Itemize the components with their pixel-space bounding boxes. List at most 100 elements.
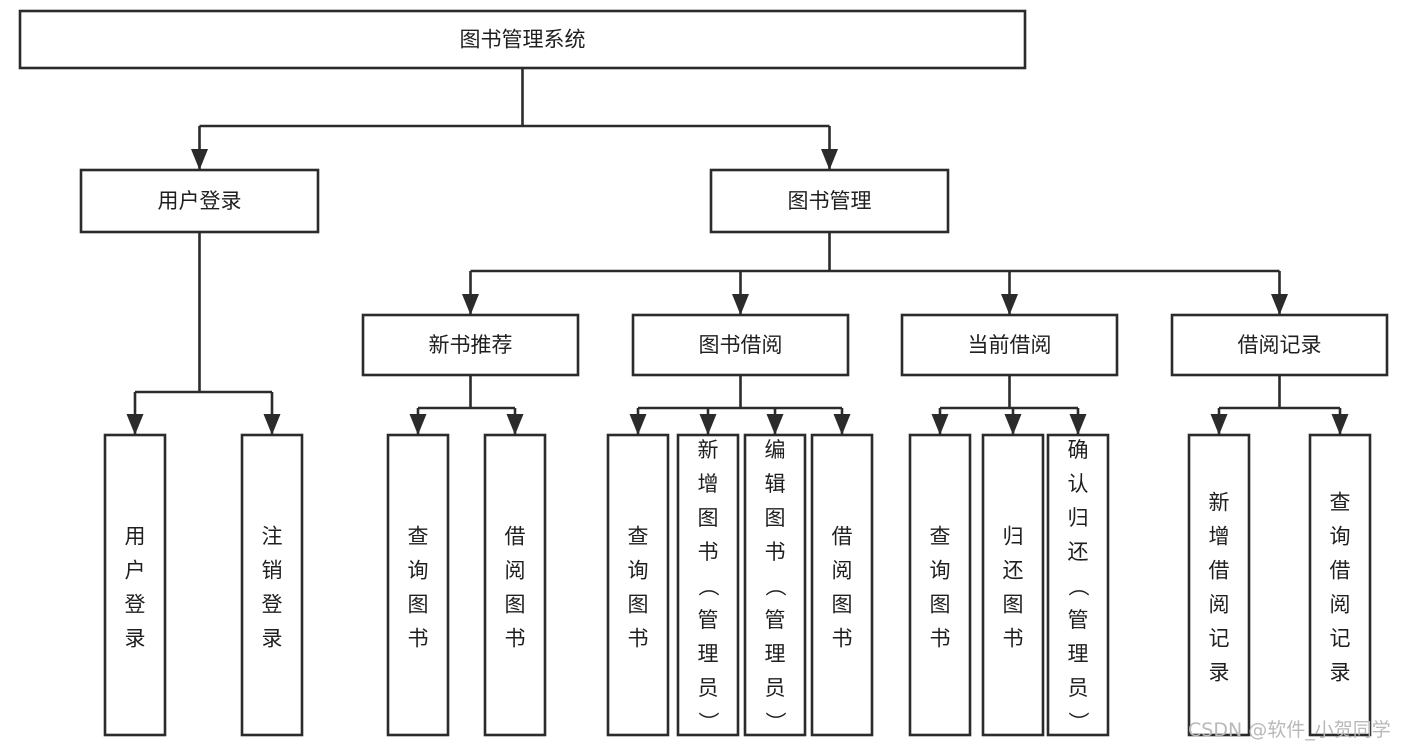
node-book-manage-label: 图书管理 (788, 189, 872, 213)
svg-text:书: 书 (698, 540, 719, 564)
node-leaf-borrow-book-1-rect (483, 433, 547, 737)
svg-text:记: 记 (1209, 627, 1230, 651)
svg-text:）: ） (763, 712, 787, 733)
node-user-login[interactable]: 用户登录 (79, 168, 320, 234)
node-leaf-return-book-rect (981, 433, 1045, 737)
borrow-record-to-leaves-arrow-1 (1331, 414, 1349, 435)
svg-text:增: 增 (1209, 525, 1230, 549)
node-user-login-rect (79, 168, 320, 234)
bookmanage-to-l3-arrow-0 (462, 294, 479, 315)
node-root-system-label: 图书管理系统 (460, 28, 586, 52)
borrow-record-to-leaves-arrow-0 (1210, 414, 1228, 435)
node-book-borrow-label: 图书借阅 (699, 333, 783, 357)
svg-text:认: 认 (1068, 472, 1089, 496)
svg-text:（: （ (763, 576, 787, 597)
userlogin-to-leaves-arrow-1 (263, 414, 281, 435)
svg-text:还: 还 (1003, 559, 1024, 583)
svg-text:）: ） (696, 712, 720, 733)
new-book-rec-to-leaves-arrow-1 (506, 414, 524, 435)
svg-text:查: 查 (1330, 491, 1351, 515)
node-leaf-user-logout-rect (240, 433, 304, 737)
svg-text:借: 借 (505, 525, 526, 549)
node-current-borrow-label: 当前借阅 (968, 333, 1052, 357)
book-borrow-to-leaves-arrow-2 (766, 414, 784, 435)
svg-text:阅: 阅 (505, 559, 526, 583)
node-user-login-label: 用户登录 (158, 189, 242, 213)
svg-text:查: 查 (408, 525, 429, 549)
svg-text:销: 销 (262, 559, 283, 583)
svg-text:借: 借 (1209, 559, 1230, 583)
svg-text:还: 还 (1068, 540, 1089, 564)
svg-text:增: 增 (698, 472, 719, 496)
svg-text:新: 新 (698, 438, 719, 462)
node-leaf-user-login-rect (103, 433, 167, 737)
node-root-system-rect (18, 9, 1027, 70)
svg-text:阅: 阅 (1330, 593, 1351, 617)
svg-text:管: 管 (765, 608, 786, 632)
book-borrow-to-leaves-arrow-1 (699, 414, 717, 435)
svg-text:注: 注 (262, 525, 283, 549)
svg-text:图: 图 (930, 593, 951, 617)
svg-text:书: 书 (765, 540, 786, 564)
node-leaf-query-book-2-rect (606, 433, 670, 737)
svg-text:借: 借 (832, 525, 853, 549)
userlogin-to-leaves-arrow-0 (126, 414, 144, 435)
node-new-book-rec-label: 新书推荐 (429, 333, 513, 357)
svg-text:录: 录 (1330, 661, 1351, 685)
bookmanage-to-l3-arrow-2 (1001, 294, 1018, 315)
book-borrow-to-leaves-arrow-3 (833, 414, 851, 435)
node-book-manage[interactable]: 图书管理 (709, 168, 950, 234)
svg-text:用: 用 (125, 525, 146, 549)
node-leaf-borrow-book-2-rect (810, 433, 874, 737)
svg-text:录: 录 (125, 627, 146, 651)
node-leaf-add-record-rect (1187, 433, 1251, 737)
csdn-watermark: CSDN @软件_小贺同学 (1188, 719, 1391, 741)
svg-text:员: 员 (1068, 676, 1089, 700)
bookmanage-to-l3-arrow-1 (732, 294, 749, 315)
new-book-rec-to-leaves-arrow-0 (409, 414, 427, 435)
node-current-borrow[interactable]: 当前借阅 (900, 313, 1119, 377)
svg-text:员: 员 (698, 676, 719, 700)
node-book-borrow[interactable]: 图书借阅 (631, 313, 850, 377)
svg-text:书: 书 (408, 627, 429, 651)
svg-text:查: 查 (930, 525, 951, 549)
node-book-manage-rect (709, 168, 950, 234)
node-leaf-user-login[interactable]: 用户登录 (103, 433, 167, 737)
svg-text:员: 员 (765, 676, 786, 700)
node-borrow-record-label: 借阅记录 (1238, 333, 1322, 357)
svg-text:管: 管 (1068, 608, 1089, 632)
svg-text:归: 归 (1068, 506, 1089, 530)
node-leaf-query-record-rect (1308, 433, 1372, 737)
node-new-book-rec[interactable]: 新书推荐 (361, 313, 580, 377)
node-borrow-record[interactable]: 借阅记录 (1170, 313, 1389, 377)
svg-text:查: 查 (628, 525, 649, 549)
root-to-l2-arrow-0 (191, 149, 208, 170)
svg-text:图: 图 (1003, 593, 1024, 617)
svg-text:询: 询 (408, 559, 429, 583)
current-borrow-to-leaves-arrow-0 (931, 414, 949, 435)
svg-text:图: 图 (832, 593, 853, 617)
node-leaf-query-book-1-rect (386, 433, 450, 737)
bookmanage-to-l3-arrow-3 (1271, 294, 1288, 315)
svg-text:询: 询 (1330, 525, 1351, 549)
svg-text:记: 记 (1330, 627, 1351, 651)
svg-text:编: 编 (765, 438, 786, 462)
node-root-system[interactable]: 图书管理系统 (18, 9, 1027, 70)
